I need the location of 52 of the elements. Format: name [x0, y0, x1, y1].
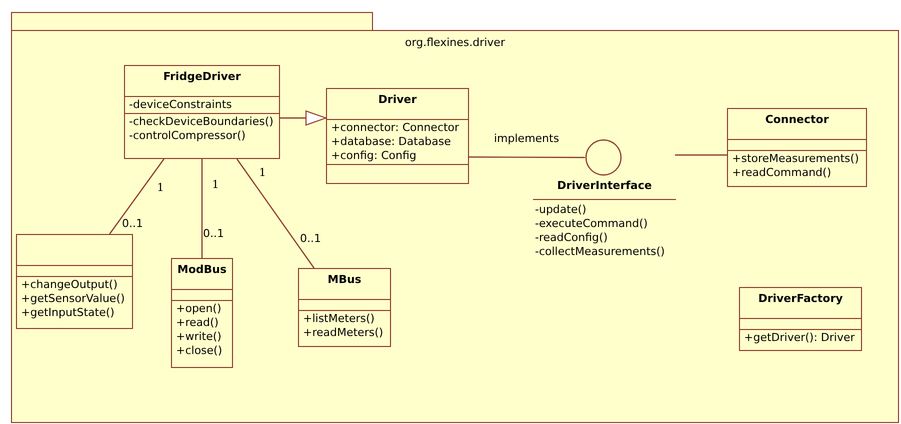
method: +readMeters(): [303, 326, 384, 340]
class-box: [16, 234, 133, 329]
method: -executeCommand(): [534, 217, 649, 231]
package-frame: [11, 12, 899, 423]
package-name: org.flexines.driver: [404, 36, 506, 49]
method: -checkDeviceBoundaries(): [129, 115, 274, 129]
class-name: ModBus: [176, 263, 228, 277]
multiplicity-label: 1: [157, 181, 164, 194]
class-box: [326, 88, 469, 184]
class-box: [124, 65, 280, 159]
method: -update(): [534, 203, 588, 217]
method: +getInputState(): [21, 306, 116, 320]
method: +readCommand(): [732, 166, 832, 180]
method: +read(): [176, 316, 220, 330]
attribute: +database: Database: [331, 135, 452, 149]
class-name: DriverFactory: [757, 292, 844, 306]
multiplicity-label: 1: [212, 178, 219, 191]
class-name: MBus: [326, 273, 362, 287]
class-name: Driver: [377, 93, 418, 107]
method: +changeOutput(): [21, 278, 118, 292]
interface-name: DriverInterface: [556, 178, 653, 194]
method: +open(): [176, 302, 222, 316]
association-line: [469, 156, 585, 158]
association-line: [109, 158, 164, 234]
interface-circle: [585, 139, 622, 176]
class-name: Connector: [764, 113, 830, 127]
association-line: [236, 158, 314, 268]
attribute: +connector: Connector: [331, 121, 460, 135]
generalization-arrow: [280, 110, 326, 126]
association-line: [675, 154, 727, 156]
multiplicity-label: 0..1: [300, 232, 321, 245]
method: +getSensorValue(): [21, 292, 126, 306]
multiplicity-label: 1: [259, 166, 266, 179]
method: +write(): [176, 330, 222, 344]
class-box: [171, 258, 233, 368]
edge-label: implements: [493, 132, 560, 145]
method: -collectMeasurements(): [534, 245, 666, 259]
method: -controlCompressor(): [129, 129, 247, 143]
multiplicity-label: 0..1: [203, 227, 224, 240]
association-line: [201, 159, 203, 258]
attribute: +config: Config: [331, 149, 418, 163]
method: +close(): [176, 344, 224, 358]
multiplicity-label: 0..1: [122, 217, 143, 230]
class-name: FridgeDriver: [162, 70, 242, 84]
method: +getDriver(): Driver: [744, 331, 856, 345]
method: -readConfig(): [534, 231, 609, 245]
class-box: [739, 287, 862, 351]
method: +storeMeasurements(): [732, 152, 860, 166]
attribute: -deviceConstraints: [129, 98, 233, 112]
class-box: [298, 268, 391, 347]
class-box: [727, 108, 867, 187]
method: +listMeters(): [303, 312, 376, 326]
